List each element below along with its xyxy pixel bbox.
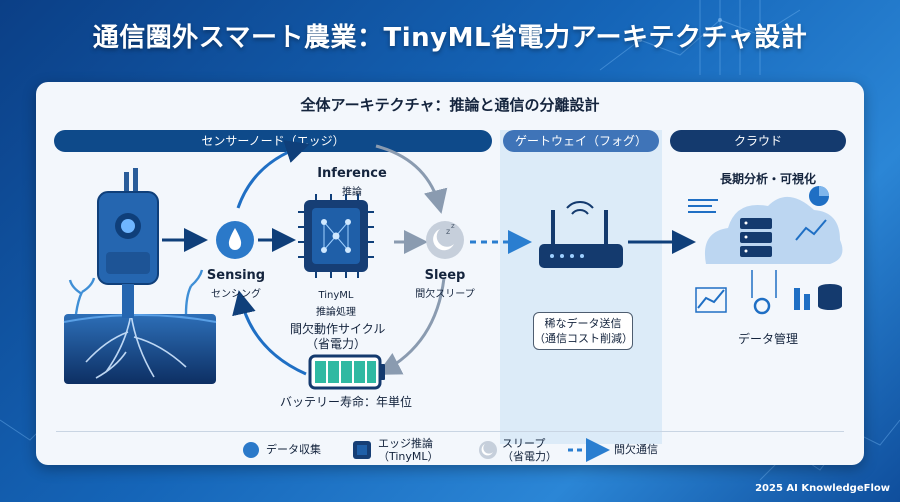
sleep-label-ja: 間欠スリープ xyxy=(415,289,475,300)
legend-infer-icon xyxy=(353,441,371,459)
inference-label-ja: 推論 xyxy=(342,187,362,198)
legend-sleep: スリープ （省電力） xyxy=(502,437,557,463)
footer-credit: 2025 AI KnowledgeFlow xyxy=(755,483,890,494)
legend-collect: データ収集 xyxy=(266,443,321,456)
tinyml-chip-icon xyxy=(298,194,374,278)
sensing-node-icon xyxy=(216,221,254,259)
cloud-management-label: データ管理 xyxy=(737,332,798,346)
soil-roots-icon xyxy=(63,269,217,384)
cycle-label-2: （省電力） xyxy=(305,337,366,351)
fog-zone xyxy=(500,130,662,444)
legend-sleep-line1: スリープ xyxy=(502,437,546,450)
legend-sleep-icon xyxy=(479,441,497,459)
sensor-device-icon xyxy=(97,168,159,318)
sensing-label: Sensing xyxy=(206,268,266,283)
fog-section-header: ゲートウェイ（フォグ） xyxy=(503,130,659,152)
chip-label-1: TinyML xyxy=(318,290,354,301)
legend-infer: エッジ推論 （TinyML） xyxy=(378,437,439,463)
cloud-icon xyxy=(688,186,843,315)
legend-divider xyxy=(56,431,844,432)
battery-label: バッテリー寿命：年単位 xyxy=(279,395,412,409)
gateway-router-icon xyxy=(539,201,623,268)
cloud-analysis-label: 長期分析・可視化 xyxy=(719,172,816,186)
sensing-label-ja: センシング xyxy=(211,289,261,300)
legend-comm: 間欠通信 xyxy=(614,443,658,456)
legend-sleep-text: スリープ （省電力） xyxy=(502,437,557,463)
legend-collect-label: データ収集 xyxy=(266,443,321,456)
cycle-label-1: 間欠動作サイクル xyxy=(290,322,386,336)
battery-icon xyxy=(308,354,385,390)
rare-transmission-line1: 稀なデータ送信 xyxy=(544,317,622,330)
legend-collect-icon xyxy=(243,442,259,458)
legend-comm-label: 間欠通信 xyxy=(614,443,658,456)
rare-transmission-callout: 稀なデータ送信 （通信コスト削減） xyxy=(533,312,633,350)
svg-text:z: z xyxy=(446,227,450,236)
rare-transmission-line2: （通信コスト削減） xyxy=(534,332,633,345)
inference-label: Inference xyxy=(317,166,387,181)
sleep-label: Sleep xyxy=(424,268,466,283)
legend-infer-text: エッジ推論 （TinyML） xyxy=(378,437,439,463)
cloud-section-header: クラウド xyxy=(670,130,846,152)
svg-text:z: z xyxy=(451,222,455,230)
legend-infer-line2: （TinyML） xyxy=(378,450,439,463)
sleep-node-icon: z z xyxy=(426,221,464,259)
legend-infer-line1: エッジ推論 xyxy=(378,437,433,450)
panel-subtitle: 全体アーキテクチャ：推論と通信の分離設計 xyxy=(300,96,600,114)
architecture-diagram: z z xyxy=(63,140,843,462)
page-title: 通信圏外スマート農業：TinyML省電力アーキテクチャ設計 xyxy=(92,23,808,53)
architecture-panel: 全体アーキテクチャ：推論と通信の分離設計 センサーノード（エッジ） ゲートウェイ… xyxy=(36,82,864,465)
chip-label-2: 推論処理 xyxy=(316,307,356,318)
legend-sleep-line2: （省電力） xyxy=(502,450,557,463)
